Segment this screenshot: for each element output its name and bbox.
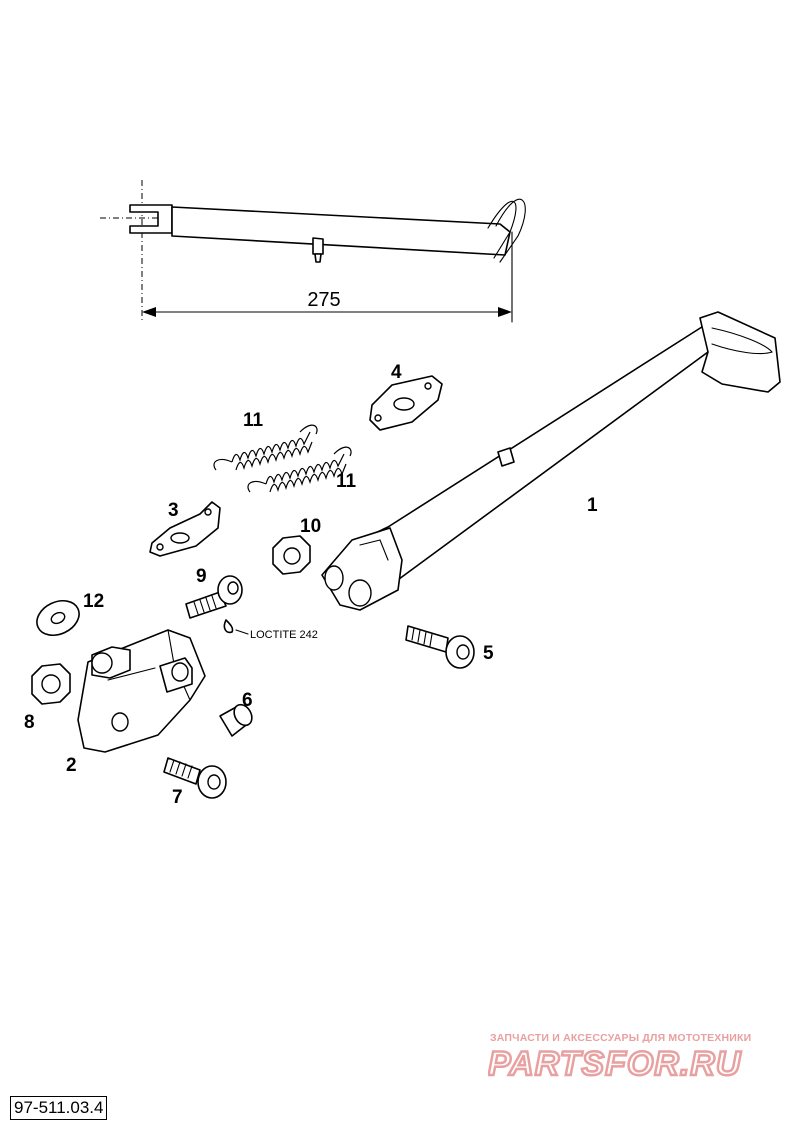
watermark-logo-text: PARTSFOR.RU <box>488 1045 742 1082</box>
callout-8: 8 <box>24 712 35 733</box>
part-6-bushing <box>219 703 253 737</box>
part-10-nut <box>272 535 311 575</box>
drawing-code: 97-511.03.4 <box>10 1096 108 1120</box>
watermark-logo: PARTSFOR.RU <box>488 1044 742 1082</box>
part-8-nut <box>31 663 71 705</box>
part-7-bolt <box>163 757 227 799</box>
callout-12: 12 <box>83 591 104 612</box>
part-11-spring-lower <box>247 446 352 493</box>
callout-3: 3 <box>168 500 179 521</box>
part-12-washer <box>36 599 80 637</box>
callout-11-lower: 11 <box>336 471 357 492</box>
callout-11-upper: 11 <box>243 410 264 431</box>
callout-10: 10 <box>300 516 321 537</box>
part-9-bolt <box>185 575 249 635</box>
callout-2: 2 <box>66 755 77 776</box>
part-4-plate <box>369 375 443 431</box>
stand-side-view: 275 <box>100 180 526 323</box>
callout-5: 5 <box>483 643 494 664</box>
watermark-caption: ЗАПЧАСТИ И АКСЕССУАРЫ ДЛЯ МОТОТЕХНИКИ <box>490 1032 752 1044</box>
part-3-plate <box>149 501 221 557</box>
callout-4: 4 <box>391 362 402 383</box>
dimension-label: 275 <box>307 289 340 311</box>
part-1-side-stand <box>321 311 781 611</box>
callout-9: 9 <box>196 566 207 587</box>
part-2-bracket <box>77 629 206 753</box>
part-5-pivot-bolt <box>405 625 475 669</box>
callout-1: 1 <box>587 495 598 516</box>
callout-7: 7 <box>172 787 183 808</box>
loctite-note: LOCTITE 242 <box>250 629 318 641</box>
part-11-spring-upper <box>213 424 318 471</box>
callout-6: 6 <box>242 690 253 711</box>
